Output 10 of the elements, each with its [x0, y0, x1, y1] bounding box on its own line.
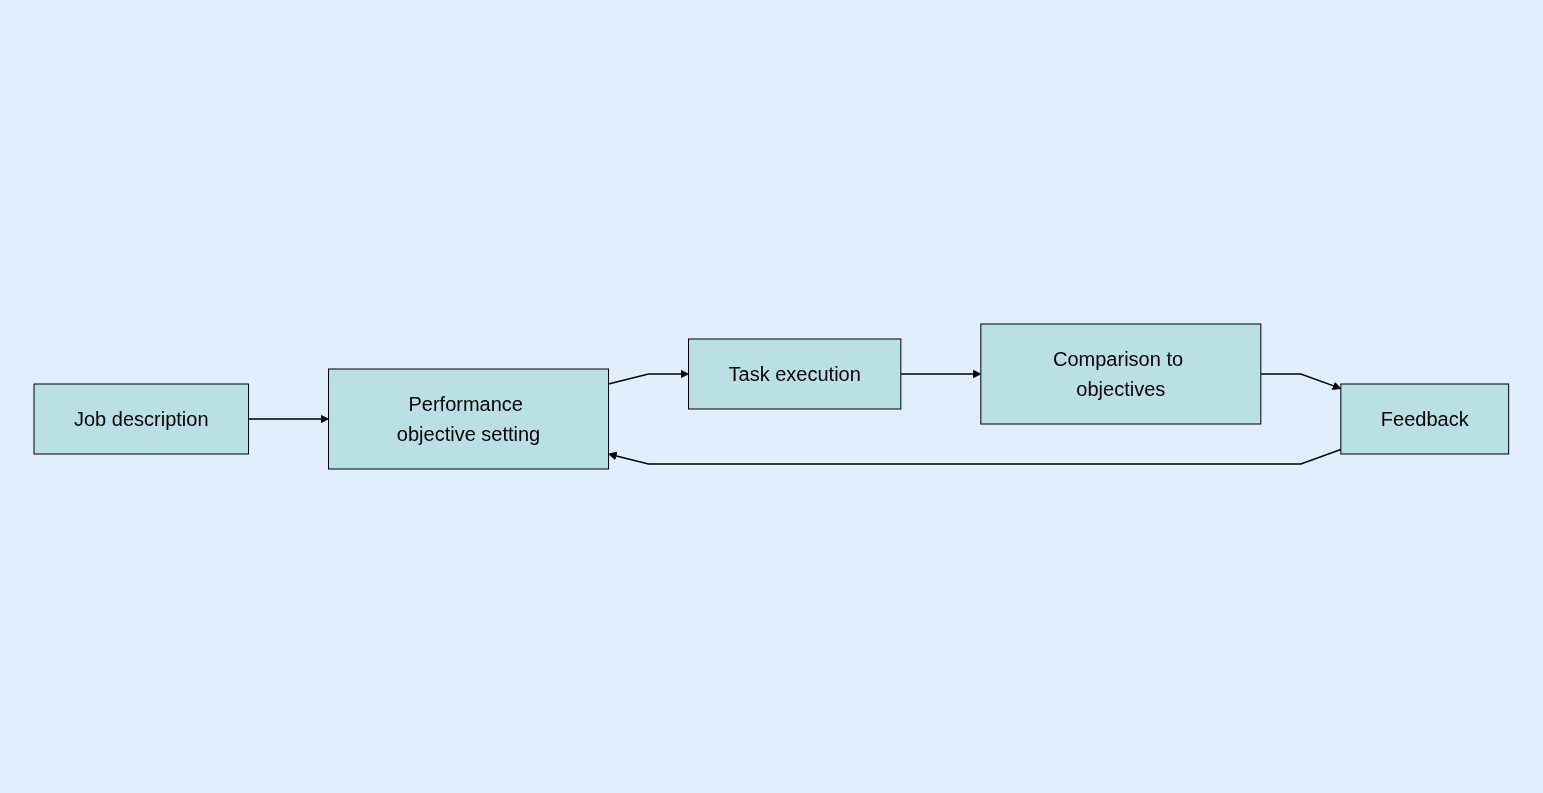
node-box: Comparison to objectives: [980, 323, 1262, 425]
arrow: [900, 369, 982, 379]
node-box: Feedback: [1340, 383, 1510, 455]
arrow: [247, 414, 330, 424]
arrow: [607, 369, 690, 385]
arrow: [1260, 373, 1342, 390]
node-box: Performance objective setting: [328, 368, 610, 470]
arrow: [608, 448, 1342, 465]
node-box: Job description: [33, 383, 250, 455]
node-box: Task execution: [688, 338, 902, 410]
